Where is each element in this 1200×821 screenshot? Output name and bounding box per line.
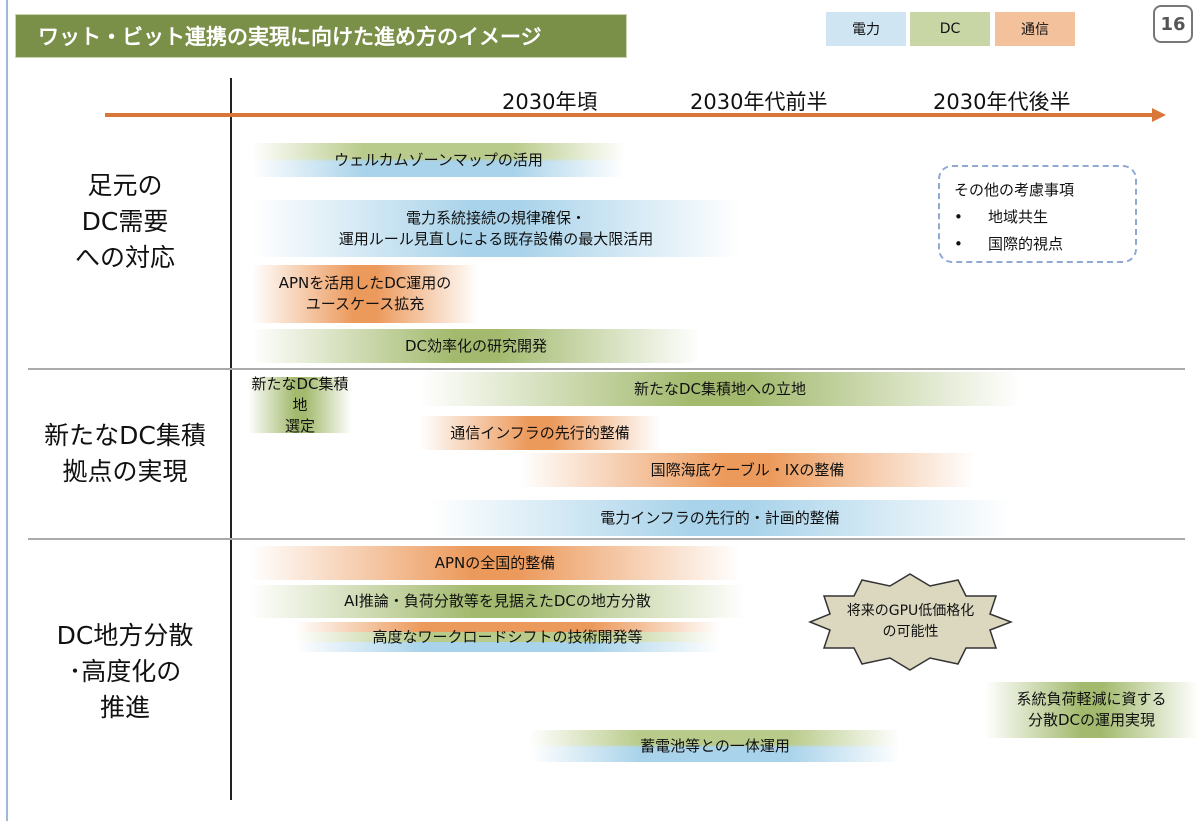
section-label-line: DC地方分散 — [56, 621, 194, 650]
item-text: 分散DCの運用実現 — [1027, 711, 1156, 729]
item-new-site-select: 新たなDC集積地 選定 — [248, 374, 352, 435]
legend-power: 電力 — [826, 12, 906, 46]
item-ai-inference: AI推論・負荷分散等を見据えたDCの地方分散 — [250, 585, 745, 618]
section-label-line: への対応 — [74, 243, 175, 272]
consideration-item: • 国際的視点 — [954, 231, 1121, 258]
item-battery: 蓄電池等との一体運用 — [530, 730, 900, 762]
section-label-line: 足元の — [87, 171, 163, 200]
item-submarine-cable: 国際海底ケーブル・IXの整備 — [520, 453, 975, 487]
item-power-infra: 電力インフラの先行的・計画的整備 — [430, 500, 1010, 536]
other-considerations-box: その他の考慮事項 • 地域共生 • 国際的視点 — [938, 165, 1137, 263]
item-apn-national: APNの全国的整備 — [250, 546, 740, 580]
item-text: 選定 — [284, 416, 315, 435]
consideration-item: • 地域共生 — [954, 204, 1121, 231]
item-text: 新たなDC集積地 — [251, 374, 349, 414]
consideration-text: 国際的視点 — [988, 235, 1064, 253]
item-grid-rules: 電力系統接続の規律確保・ 運用ルール見直しによる既存設備の最大限活用 — [252, 200, 740, 257]
item-workload-shift: 高度なワークロードシフトの技術開発等 — [295, 622, 720, 652]
slide-title: ワット・ビット連携の実現に向けた進め方のイメージ — [15, 14, 627, 58]
section-label-line: 拠点の実現 — [62, 457, 188, 486]
item-text: 将来のGPU低価格化 — [846, 603, 975, 619]
item-text: ユースケース拡充 — [305, 295, 425, 313]
item-text: 系統負荷軽減に資する — [1016, 690, 1167, 708]
bullet-icon: • — [954, 208, 963, 226]
item-text: 電力系統接続の規律確保・ — [405, 208, 586, 227]
item-text: 運用ルール見直しによる既存設備の最大限活用 — [338, 229, 654, 248]
timeline-arrow — [105, 113, 1155, 117]
legend-dc: DC — [910, 12, 990, 46]
item-apn-usecase: APNを活用したDC運用の ユースケース拡充 — [252, 265, 478, 323]
other-considerations-title: その他の考慮事項 — [954, 181, 1075, 199]
section-label-line: 新たなDC集積 — [44, 421, 206, 450]
section-label-line: DC需要 — [81, 207, 169, 236]
section-divider — [28, 538, 1185, 540]
section-label-line: ･高度化の — [68, 657, 182, 686]
consideration-text: 地域共生 — [988, 208, 1049, 226]
gpu-price-note: 将来のGPU低価格化 の可能性 — [808, 600, 1013, 644]
slide-border — [6, 0, 8, 821]
period-early-2030s: 2030年代前半 — [690, 90, 828, 114]
item-dc-efficiency: DC効率化の研究開発 — [252, 329, 700, 363]
gpu-price-burst-shape — [808, 573, 1013, 671]
section-axis-line — [230, 78, 232, 800]
item-telecom-infra: 通信インフラの先行的整備 — [420, 416, 660, 450]
period-2030: 2030年頃 — [502, 90, 598, 114]
section-divider — [28, 368, 1185, 370]
section-label-line: 推進 — [99, 693, 150, 722]
item-distributed-dc: 系統負荷軽減に資する 分散DCの運用実現 — [985, 682, 1198, 738]
item-welcome-zone: ウェルカムゾーンマップの活用 — [252, 143, 625, 177]
arrow-head-icon — [1152, 108, 1166, 122]
item-text: の可能性 — [882, 624, 939, 640]
page-number: 16 — [1153, 5, 1193, 43]
section-decentralization: DC地方分散 ･高度化の 推進 — [20, 618, 230, 726]
bullet-icon: • — [954, 235, 963, 253]
item-new-site-location: 新たなDC集積地への立地 — [420, 372, 1020, 406]
period-late-2030s: 2030年代後半 — [933, 90, 1071, 114]
item-text: APNを活用したDC運用の — [278, 274, 452, 292]
section-current-demand: 足元の DC需要 への対応 — [20, 168, 230, 276]
legend-telecom: 通信 — [995, 12, 1075, 46]
section-new-hub: 新たなDC集積 拠点の実現 — [20, 418, 230, 490]
